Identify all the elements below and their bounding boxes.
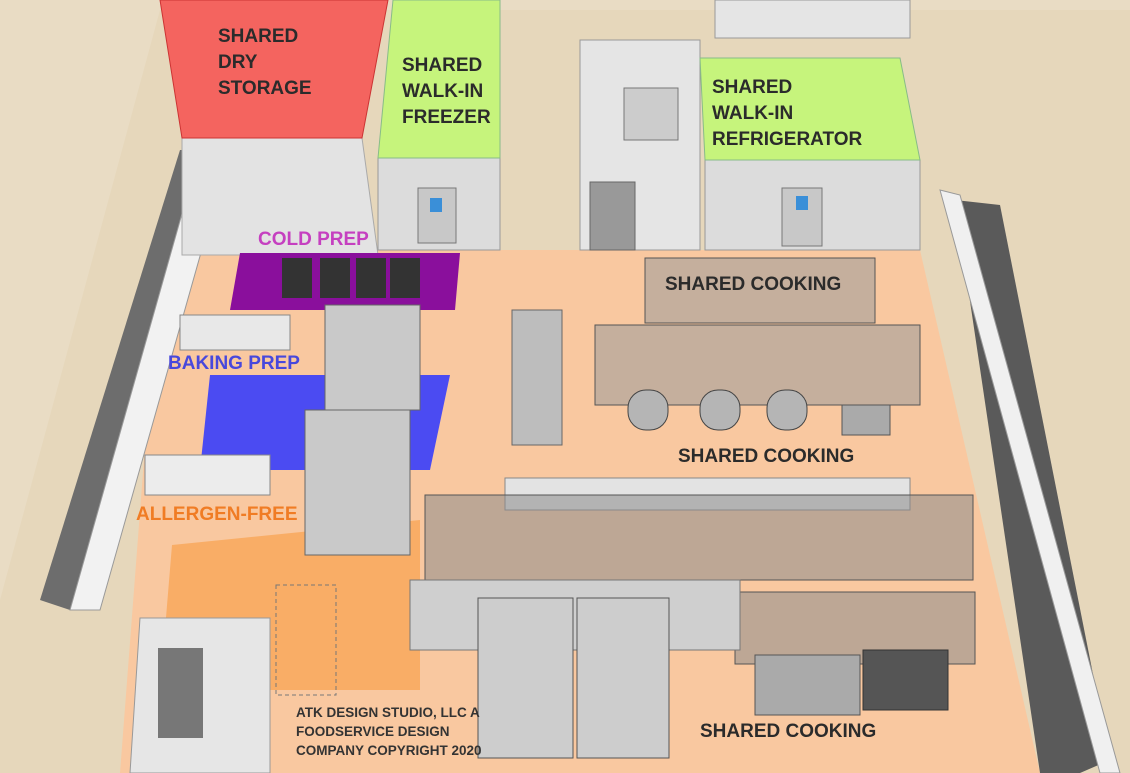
freezer-door-window [430, 198, 442, 212]
label-line: WALK-IN [712, 103, 794, 124]
walk-in-freezer-label: SHARED WALK-IN FREEZER [402, 53, 491, 131]
steam-kettle [766, 389, 808, 431]
label-line: DRY [218, 52, 258, 73]
right-wall-top [939, 189, 1121, 773]
label-line: STORAGE [218, 78, 312, 99]
dry-storage-label: SHARED DRY STORAGE [218, 24, 312, 102]
cooking-hood [424, 494, 974, 581]
prep-table [144, 454, 271, 496]
label-line: SHARED [218, 26, 299, 47]
refrigerator-roof [699, 57, 921, 161]
shared-cooking-label: SHARED COOKING [700, 721, 877, 742]
cold-prep-cart [320, 258, 350, 298]
shared-cooking-label: SHARED COOKING [678, 446, 855, 467]
top-room [714, 0, 911, 39]
baking-prep-label: BAKING PREP [168, 353, 300, 374]
shelf-unit [623, 87, 679, 141]
range [862, 649, 949, 711]
left-wall [40, 150, 200, 610]
rotating-oven [477, 597, 574, 759]
copyright-line: COMPANY COPYRIGHT 2020 [296, 743, 482, 758]
rotating-oven [576, 597, 670, 759]
cooking-hood [594, 324, 921, 406]
dry-storage-roof [159, 0, 389, 139]
copyright-notice: ATK DESIGN STUDIO, LLC A FOODSERVICE DES… [296, 703, 482, 760]
prep-table [179, 314, 291, 351]
cold-prep-label: COLD PREP [258, 229, 369, 250]
freezer-door [417, 187, 457, 244]
tilt-skillet [841, 404, 891, 436]
walk-in-refrigerator-label: SHARED WALK-IN REFRIGERATOR [712, 75, 862, 153]
cold-prep-cart [282, 258, 312, 298]
equipment-line [409, 579, 741, 651]
cold-prep-cart [356, 258, 386, 298]
reach-in-refrigerator [304, 409, 411, 556]
refrigerator-door-window [796, 196, 808, 210]
cold-prep-cart [390, 258, 420, 298]
allergen-free-label: ALLERGEN-FREE [136, 504, 298, 525]
cooking-hood [644, 257, 876, 324]
label-line: FREEZER [402, 107, 491, 128]
shared-cooking-label: SHARED COOKING [665, 274, 842, 295]
dish-machine [158, 648, 203, 738]
storage-rack [275, 584, 337, 696]
fryer [754, 654, 861, 716]
steam-kettle [627, 389, 669, 431]
label-line: SHARED [712, 77, 793, 98]
label-line: SHARED [402, 55, 483, 76]
steam-kettle [699, 389, 741, 431]
combi-oven [511, 309, 563, 446]
reach-in-refrigerator [324, 304, 421, 411]
freezer-roof [377, 0, 501, 159]
label-line: REFRIGERATOR [712, 129, 863, 150]
middle-room-door [589, 181, 636, 251]
copyright-line: FOODSERVICE DESIGN [296, 724, 450, 739]
copyright-line: ATK DESIGN STUDIO, LLC A [296, 705, 480, 720]
label-line: WALK-IN [402, 81, 484, 102]
